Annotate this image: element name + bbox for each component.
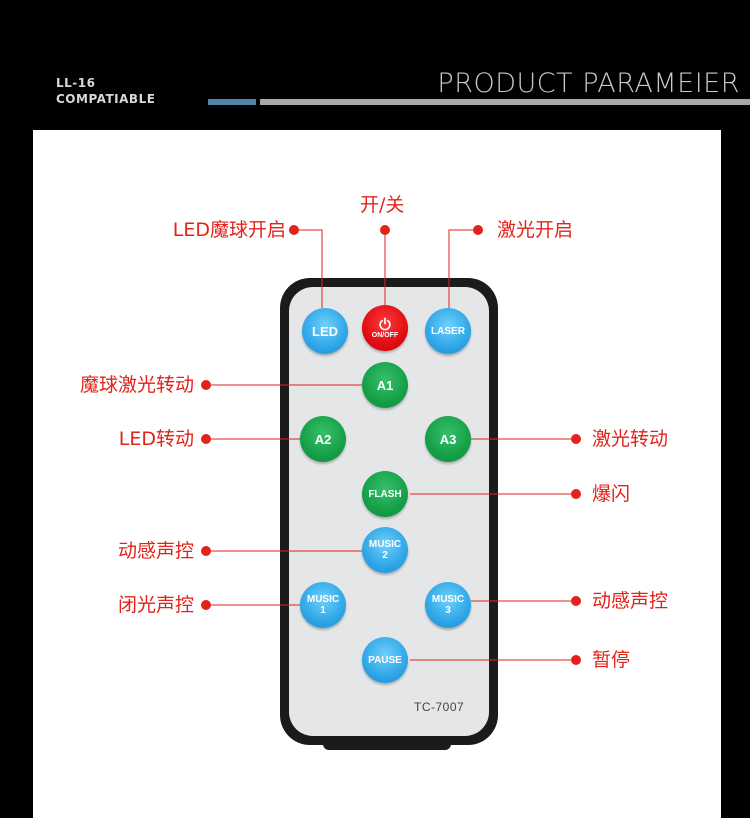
a2-button[interactable]: A2 [300, 416, 346, 462]
remote-model-code: TC-7007 [414, 700, 465, 714]
power-button-label: ON/OFF [371, 331, 399, 339]
pause-button[interactable]: PAUSE [362, 637, 408, 683]
model-compat-label: COMPATIABLE [56, 92, 156, 106]
a2-button-label: A2 [314, 431, 332, 447]
section-title: PRODUCT PARAMEIER [437, 68, 740, 99]
callout-dot-laser [473, 225, 483, 235]
callout-dot-music3 [571, 596, 581, 606]
music-1-button-number: 1 [320, 605, 326, 616]
callout-dot-a1 [201, 380, 211, 390]
pause-button-label: PAUSE [368, 654, 402, 666]
callout-label-laser: 激光开启 [497, 219, 574, 241]
callout-label-music3: 动感声控 [592, 590, 669, 612]
a3-button[interactable]: A3 [425, 416, 471, 462]
a1-button-label: A1 [376, 377, 394, 393]
callout-dot-pause [571, 655, 581, 665]
callout-label-led: LED魔球开启 [172, 219, 286, 241]
music-1-button-label: MUSIC [306, 594, 340, 605]
led-button-label: LED [312, 323, 338, 339]
callout-dot-a3 [571, 434, 581, 444]
remote-battery-notch [323, 740, 451, 750]
callout-line-led [294, 229, 323, 308]
music-3-button[interactable]: MUSIC 3 [425, 582, 471, 628]
laser-button[interactable]: LASER [425, 308, 471, 354]
music-1-button[interactable]: MUSIC 1 [300, 582, 346, 628]
laser-button-label: LASER [431, 325, 465, 337]
callout-dot-power [380, 225, 390, 235]
flash-button[interactable]: FLASH [362, 471, 408, 517]
music-3-button-number: 3 [445, 605, 451, 616]
callout-label-flash: 爆闪 [592, 483, 631, 505]
callout-dot-led [289, 225, 299, 235]
music-2-button[interactable]: MUSIC 2 [362, 527, 408, 573]
callout-dot-music1 [201, 600, 211, 610]
callout-label-a1: 魔球激光转动 [79, 374, 194, 396]
header-accent-bar [208, 99, 256, 105]
music-2-button-number: 2 [382, 550, 388, 561]
power-button[interactable]: ON/OFF [362, 305, 408, 351]
a3-button-label: A3 [439, 431, 457, 447]
callout-label-pause: 暂停 [592, 649, 631, 671]
callout-label-music2: 动感声控 [117, 540, 194, 562]
model-name: LL-16 [56, 76, 96, 90]
header-divider-bar [260, 99, 750, 105]
music-3-button-label: MUSIC [431, 594, 465, 605]
callout-label-music1: 闭光声控 [117, 594, 194, 616]
a1-button[interactable]: A1 [362, 362, 408, 408]
callout-line-laser [448, 229, 474, 308]
callout-dot-music2 [201, 546, 211, 556]
callout-label-a3: 激光转动 [592, 428, 669, 450]
callout-dot-a2 [201, 434, 211, 444]
callout-label-power: 开/关 [360, 194, 405, 216]
music-2-button-label: MUSIC [368, 539, 402, 550]
callout-dot-flash [571, 489, 581, 499]
callout-label-a2: LED转动 [118, 428, 194, 450]
flash-button-label: FLASH [368, 488, 402, 500]
led-button[interactable]: LED [302, 308, 348, 354]
power-icon [379, 317, 391, 330]
